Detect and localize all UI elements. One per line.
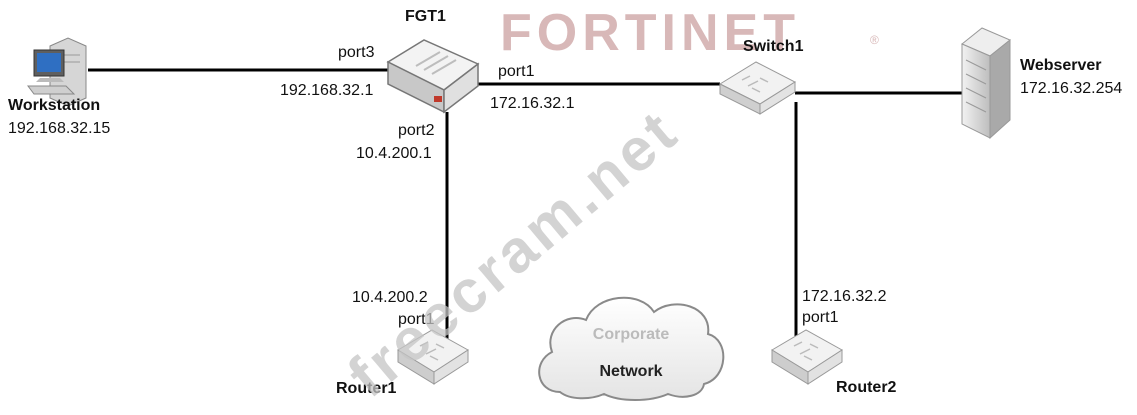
logo-registered-mark: ®: [870, 33, 879, 47]
router2-ip: 172.16.32.2: [802, 288, 887, 305]
router1-icon: [397, 329, 469, 385]
router2-name: Router2: [836, 379, 897, 396]
logo-text: FORTINET: [500, 4, 800, 62]
cloud-line2: Network: [599, 363, 662, 380]
switch-icon: [718, 61, 797, 115]
fgt1-port2-label: port2: [398, 122, 435, 139]
fgt1-port2-ip: 10.4.200.1: [356, 145, 432, 162]
workstation-name: Workstation: [8, 97, 100, 114]
switch1-name: Switch1: [743, 38, 804, 55]
workstation-ip: 192.168.32.15: [8, 120, 110, 137]
fgt1-port3-ip: 192.168.32.1: [280, 82, 374, 99]
router2-port: port1: [802, 309, 839, 326]
device-labels: Workstation 192.168.32.15 FGT1 port3 192…: [8, 8, 1122, 397]
cloud-line1: Corporate: [593, 326, 670, 343]
corporate-network-cloud: Corporate Network: [538, 296, 725, 401]
fgt1-name: FGT1: [405, 8, 446, 25]
server-rack-icon: [961, 27, 1011, 140]
firewall-icon: [386, 39, 480, 114]
webserver-ip: 172.16.32.254: [1020, 80, 1122, 97]
router1-ip: 10.4.200.2: [352, 289, 428, 306]
router2-icon: [771, 329, 843, 385]
fgt1-port1-ip: 172.16.32.1: [490, 95, 575, 112]
fgt1-port1-label: port1: [498, 63, 535, 80]
router1-name: Router1: [336, 380, 397, 397]
webserver-name: Webserver: [1020, 57, 1102, 74]
fgt1-port3-label: port3: [338, 44, 375, 61]
fortinet-logo: FORTINET ®: [500, 4, 879, 62]
links: [88, 68, 1010, 348]
router1-port: port1: [398, 311, 435, 328]
workstation-icon: [27, 37, 87, 107]
